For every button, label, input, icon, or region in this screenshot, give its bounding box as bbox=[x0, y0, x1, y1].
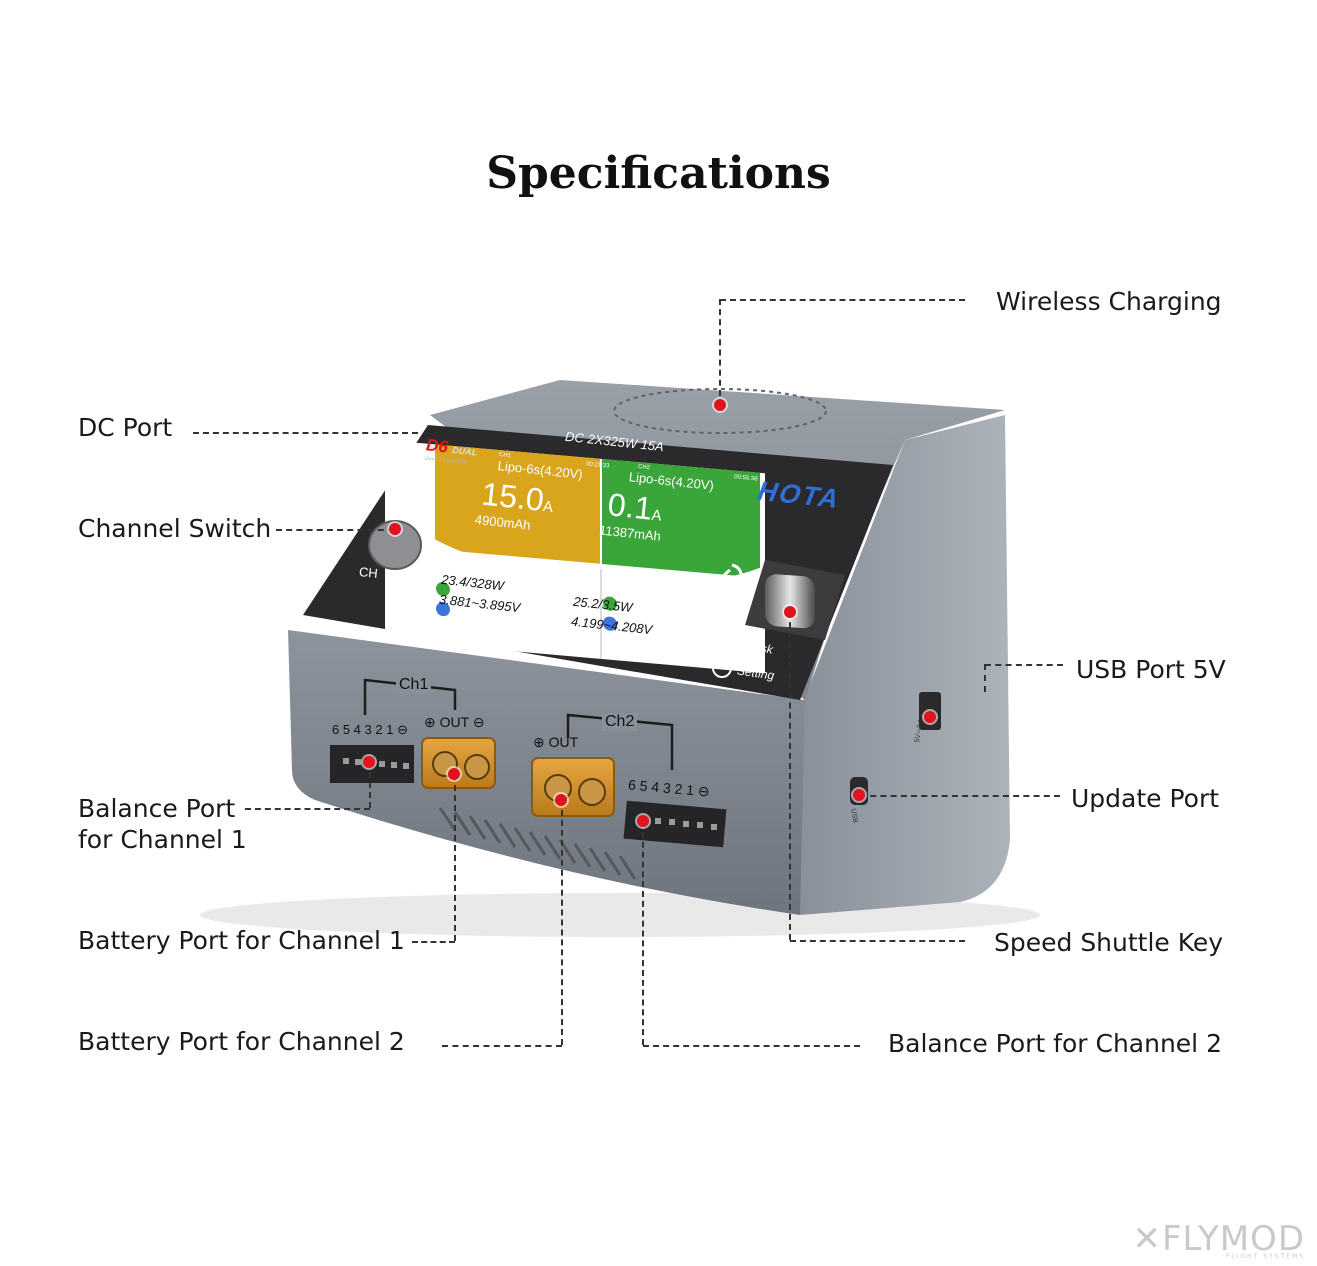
page-title: Specifications bbox=[486, 148, 831, 199]
label-channel-switch: Channel Switch bbox=[78, 514, 272, 543]
out-text-ch1: OUT bbox=[439, 714, 469, 730]
wireless-ring bbox=[613, 388, 827, 434]
label-wireless-charging: Wireless Charging bbox=[996, 287, 1222, 316]
callout-line-usb bbox=[985, 664, 1063, 666]
port-ch2-label: Ch2 bbox=[602, 713, 638, 731]
label-battery-ch2: Battery Port for Channel 2 bbox=[78, 1027, 405, 1056]
marker-bat2 bbox=[555, 794, 567, 806]
label-update-port: Update Port bbox=[1071, 784, 1220, 813]
ch2-stats: 25.2/3.5W 4.199~4.208V bbox=[570, 592, 655, 640]
ch-button bbox=[368, 520, 422, 570]
ch2-current: 0.1 bbox=[606, 486, 655, 527]
marker-bal2 bbox=[637, 815, 649, 827]
watermark-sub: FLIGHT SYSTEMS bbox=[1225, 1253, 1305, 1260]
label-balance-ch1-line2: for Channel 1 bbox=[78, 825, 247, 854]
callout-line-bal1-v bbox=[369, 762, 371, 808]
label-balance-ch1: Balance Port for Channel 1 bbox=[78, 793, 247, 855]
callout-line-channel bbox=[276, 529, 394, 531]
ch1-current: 15.0 bbox=[479, 475, 546, 518]
callout-line-usb-v bbox=[984, 664, 986, 692]
out-label-ch2: ⊕ OUT bbox=[533, 734, 579, 750]
marker-bal1 bbox=[363, 756, 375, 768]
marker-channel-switch bbox=[389, 523, 401, 535]
marker-shuttle bbox=[784, 606, 796, 618]
ch2-panel bbox=[602, 458, 760, 578]
callout-line-bat2 bbox=[442, 1045, 562, 1047]
watermark-text: FLYMOD bbox=[1161, 1219, 1305, 1259]
callout-line-wireless bbox=[720, 299, 965, 301]
label-battery-ch1: Battery Port for Channel 1 bbox=[78, 926, 405, 955]
callout-line-bat1-v bbox=[454, 775, 456, 941]
marker-bat1 bbox=[448, 768, 460, 780]
callout-line-bal2 bbox=[643, 1045, 860, 1047]
port-ch1-label: Ch1 bbox=[396, 676, 432, 694]
label-balance-ch2: Balance Port for Channel 2 bbox=[888, 1029, 1222, 1058]
ch1-unit: A bbox=[542, 498, 554, 516]
label-usb-port: USB Port 5V bbox=[1076, 655, 1226, 684]
callout-line-bal2-v bbox=[642, 822, 644, 1045]
callout-line-update bbox=[860, 795, 1060, 797]
callout-line-bat1 bbox=[412, 941, 455, 943]
callout-line-dc bbox=[193, 432, 418, 434]
label-dc-port: DC Port bbox=[78, 413, 173, 442]
marker-wireless bbox=[714, 399, 726, 411]
label-balance-ch1-line1: Balance Port bbox=[78, 794, 236, 823]
out-text-ch2: OUT bbox=[548, 734, 579, 750]
callout-line-bal1 bbox=[245, 808, 370, 810]
callout-line-wireless-v bbox=[719, 299, 721, 406]
watermark-x-icon: ✕ bbox=[1132, 1219, 1162, 1259]
callout-line-bat2-v bbox=[561, 800, 563, 1045]
marker-usb bbox=[924, 711, 936, 723]
out-label-ch1: ⊕ OUT ⊖ bbox=[424, 714, 485, 730]
marker-update bbox=[853, 789, 865, 801]
callout-line-shuttle-v bbox=[789, 612, 791, 940]
callout-line-shuttle bbox=[790, 940, 965, 942]
ch-button-label: CH bbox=[358, 564, 379, 581]
screen bbox=[385, 440, 765, 674]
shuttle-roller bbox=[765, 574, 815, 629]
ch1-stats: 23.4/328W 3.881~3.895V bbox=[438, 570, 523, 618]
ch2-unit: A bbox=[650, 506, 663, 525]
ch1-panel bbox=[435, 444, 600, 564]
task-icon bbox=[725, 636, 743, 654]
watermark: ✕FLYMOD FLIGHT SYSTEMS bbox=[1132, 1219, 1305, 1260]
pins-text-ch1: 6 5 4 3 2 1 bbox=[332, 722, 394, 737]
balance-pins-ch1: 6 5 4 3 2 1 ⊖ bbox=[332, 722, 408, 737]
setting-icon bbox=[712, 658, 732, 678]
rotate-arrow-icon bbox=[717, 563, 744, 594]
label-speed-shuttle: Speed Shuttle Key bbox=[994, 928, 1224, 957]
